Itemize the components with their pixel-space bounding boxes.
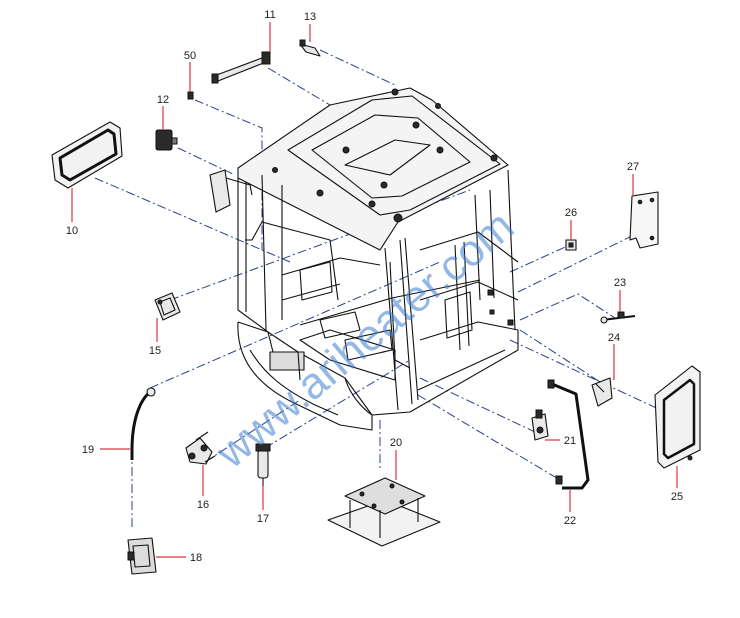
- callout-15: 15: [149, 345, 161, 357]
- part-21-door-lock: [531, 409, 549, 441]
- callout-12: 12: [157, 94, 169, 106]
- cab-roof: [237, 87, 509, 251]
- part-15-mirror: [154, 292, 181, 321]
- part-12-switch: [155, 129, 178, 151]
- part-16-pedal-bracket: [185, 431, 216, 465]
- callout-17: 17: [257, 513, 269, 525]
- part-17-cylinder: [255, 443, 271, 486]
- assembly-lines: [94, 49, 666, 530]
- part-25-rear-window: [654, 365, 701, 469]
- callout-23: 23: [614, 277, 626, 289]
- callout-10: 10: [66, 225, 78, 237]
- callout-19: 19: [82, 444, 94, 456]
- callout-13: 13: [304, 11, 316, 23]
- part-50-bolt: [187, 91, 194, 100]
- part-26-clip: [565, 239, 577, 251]
- part-13-latch: [299, 39, 321, 57]
- callout-24: 24: [608, 332, 620, 344]
- callout-21: 21: [564, 435, 576, 447]
- part-22-handrail: [547, 379, 590, 490]
- cab-frame: [237, 169, 519, 411]
- part-27-cover-plate: [629, 191, 659, 249]
- callout-16: 16: [197, 499, 209, 511]
- part-19-mirror-arm: [130, 387, 156, 460]
- callout-20: 20: [390, 437, 402, 449]
- callout-50: 50: [184, 50, 196, 62]
- part-11-grab-handle: [211, 51, 271, 84]
- part-20-mounting-plate: [327, 477, 441, 547]
- callout-25: 25: [671, 491, 683, 503]
- part-23-rod: [600, 311, 636, 324]
- part-10-side-window: [51, 121, 123, 189]
- callout-leaders: [71, 22, 678, 558]
- callout-26: 26: [565, 207, 577, 219]
- part-24-bracket: [591, 377, 613, 407]
- callout-numbers: 11 13 50 12 10 15 19 16 17 18 20 21 22 2…: [66, 9, 683, 564]
- callout-18: 18: [190, 552, 202, 564]
- part-18-rear-mirror: [127, 537, 157, 575]
- callout-22: 22: [564, 515, 576, 527]
- cab-lower-body: [237, 321, 519, 431]
- callout-11: 11: [264, 9, 275, 21]
- callout-27: 27: [627, 161, 639, 173]
- mirror-bracket-upper: [209, 169, 253, 213]
